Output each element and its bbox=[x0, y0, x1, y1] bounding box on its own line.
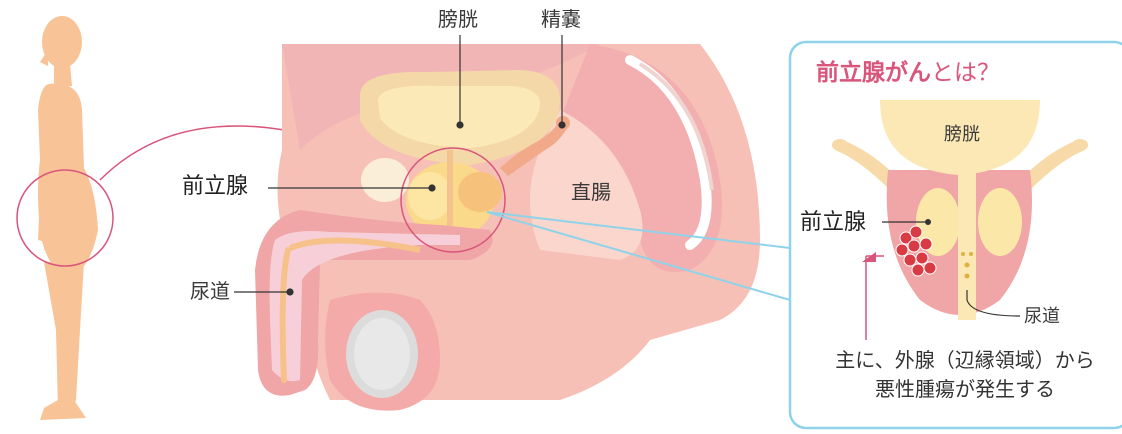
label-bladder: 膀胱 bbox=[438, 9, 478, 29]
panel-note-line-2: 悪性腫瘍が発生する bbox=[820, 375, 1110, 404]
panel-title-highlight: 前立腺がん bbox=[816, 60, 931, 86]
panel-title-rest: とは？ bbox=[931, 60, 1000, 86]
label-urethra: 尿道 bbox=[190, 281, 230, 301]
pelvic-cross-section bbox=[255, 44, 760, 411]
panel-title: 前立腺がんとは？ bbox=[816, 62, 1000, 85]
panel-note: 主に、外腺（辺縁領域）から 悪性腫瘍が発生する bbox=[820, 346, 1110, 404]
panel-label-prostate: 前立腺 bbox=[800, 212, 866, 234]
panel-note-line-1: 主に、外腺（辺縁領域）から bbox=[820, 346, 1110, 375]
label-rectum: 直腸 bbox=[571, 182, 611, 202]
label-seminal-vesicle: 精嚢 bbox=[541, 9, 581, 29]
label-prostate: 前立腺 bbox=[182, 176, 248, 198]
human-silhouette bbox=[38, 16, 98, 420]
panel-label-bladder: 膀胱 bbox=[944, 126, 980, 144]
panel-label-urethra: 尿道 bbox=[1024, 308, 1060, 326]
